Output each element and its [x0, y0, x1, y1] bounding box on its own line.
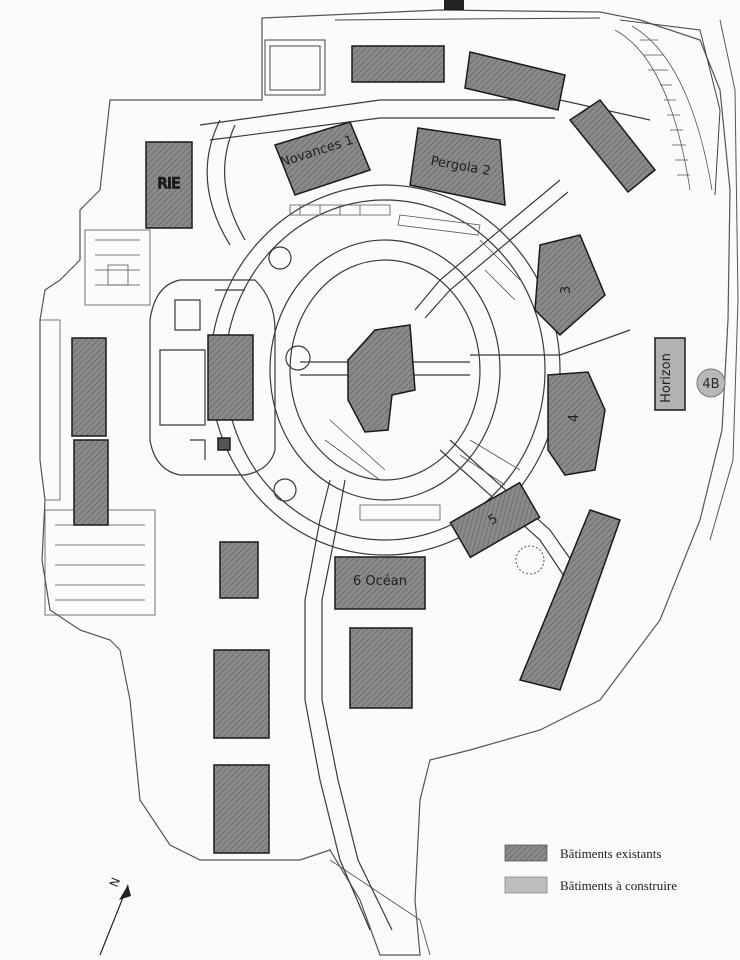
building-c2 — [217, 437, 231, 451]
building-west-a — [71, 337, 107, 437]
legend: Bâtiments existants Bâtiments à construi… — [504, 844, 677, 894]
north-arrow: N — [99, 876, 131, 956]
park-circle — [515, 545, 545, 575]
roundabouts — [268, 246, 311, 502]
buildings: RIE — [71, 45, 657, 854]
parking-ring — [289, 204, 521, 540]
legend-label-existing: Bâtiments existants — [560, 846, 661, 861]
site-boundary-south — [329, 859, 431, 956]
label-b3: 3 — [559, 286, 574, 294]
marker-4b-label: 4B — [702, 377, 719, 392]
building-6 — [334, 556, 426, 610]
north-label: N — [107, 876, 123, 890]
top-marker — [444, 0, 464, 10]
building-north-b — [464, 51, 566, 111]
legend-swatch-planned — [504, 876, 548, 894]
north-parking — [264, 17, 721, 196]
building-s3 — [213, 764, 270, 854]
marker-4b[interactable]: 4B — [696, 368, 726, 398]
legend-label-planned: Bâtiments à construire — [560, 878, 677, 893]
west-compound — [149, 279, 276, 476]
building-rie-label: RIE — [158, 176, 181, 192]
site-boundary — [39, 9, 731, 956]
building-rie — [145, 141, 193, 229]
building-pergola — [409, 127, 506, 206]
building-c1 — [207, 334, 254, 421]
building-5b — [518, 509, 621, 691]
building-3 — [534, 234, 606, 337]
site-boundary-east — [709, 19, 739, 541]
label-b4: 4 — [567, 414, 582, 422]
building-central — [347, 324, 416, 433]
building-4 — [547, 371, 606, 476]
building-s2 — [213, 649, 270, 739]
label-b6: 6 Océan — [353, 574, 407, 589]
label-4b: Horizon — [659, 353, 674, 403]
building-s1 — [219, 541, 259, 599]
building-6b — [349, 627, 413, 709]
parking-rows-ne — [614, 25, 713, 191]
building-5a — [449, 481, 541, 559]
building-north-c — [568, 98, 657, 194]
building-north-a — [351, 45, 445, 83]
building-novances — [274, 121, 372, 196]
building-4b — [654, 337, 686, 411]
legend-swatch-existing — [504, 844, 548, 862]
building-west-b — [73, 439, 109, 526]
